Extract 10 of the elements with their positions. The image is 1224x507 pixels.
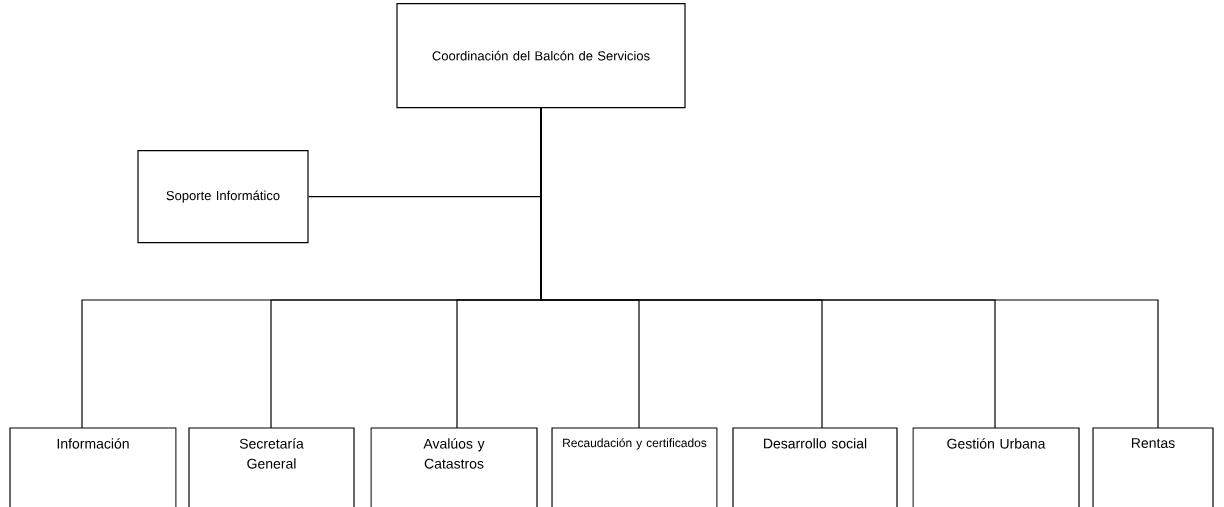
org-box: Desarrollo social (732, 427, 898, 507)
org-box: Gestión Urbana (912, 427, 1080, 507)
org-box: Avalúos y Catastros (370, 427, 538, 507)
org-box: Rentas (1092, 427, 1214, 507)
org-box: Soporte Informático (137, 150, 309, 244)
org-box: Información (9, 427, 177, 507)
org-box: Recaudación y certificados (551, 427, 718, 507)
org-box: Secretaría General (188, 427, 355, 507)
org-box: Coordinación del Balcón de Servicios (396, 3, 686, 109)
connector-line (540, 107, 1159, 429)
